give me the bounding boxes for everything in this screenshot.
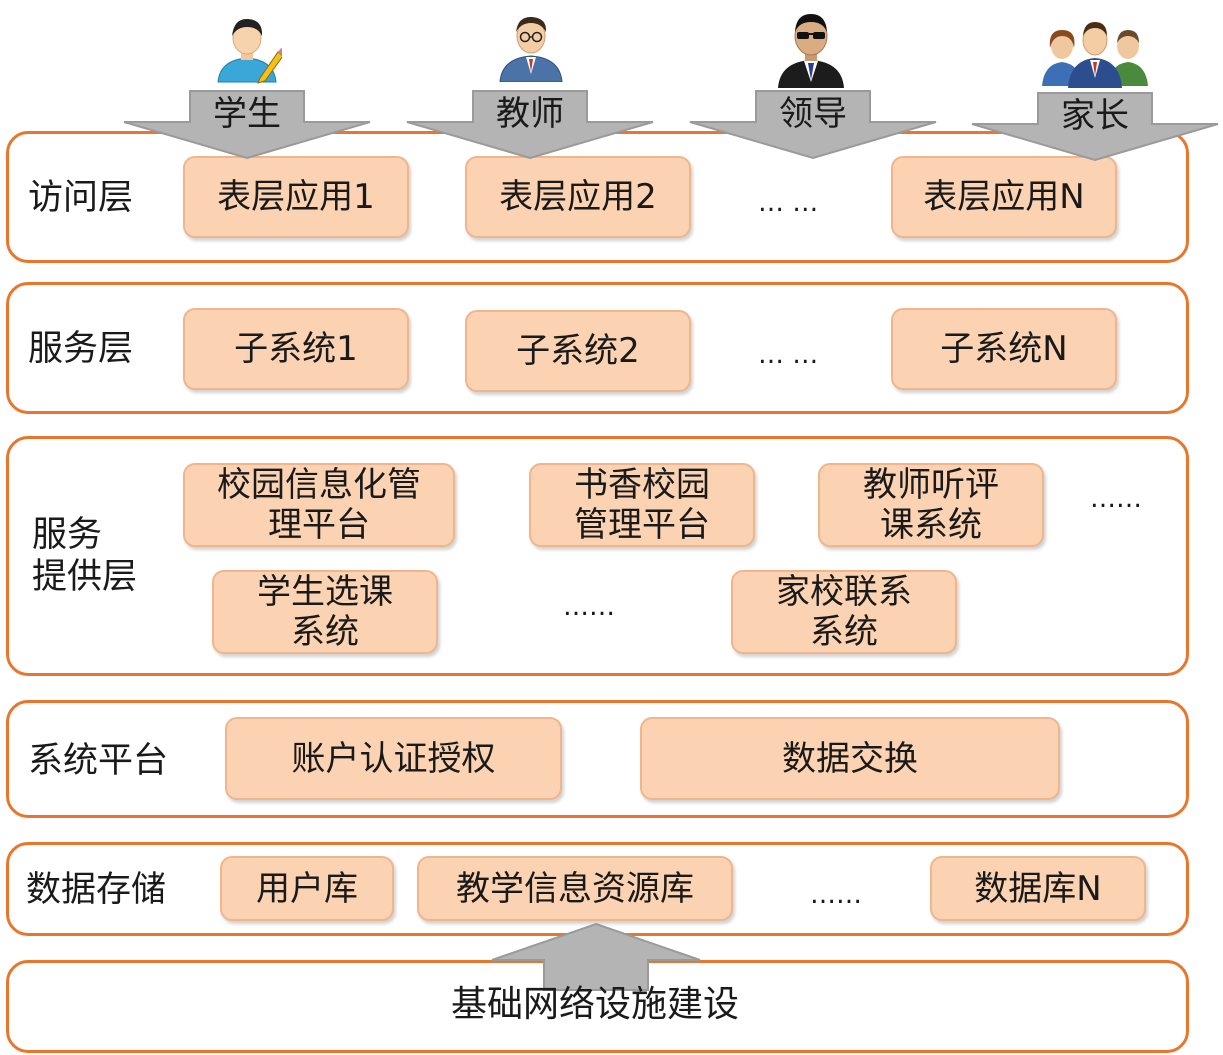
- user-label-teacher: 教师: [496, 94, 564, 134]
- student-icon: [217, 18, 282, 84]
- data-storage-layer-label: 数据存储: [26, 870, 167, 910]
- service-layer-ellipsis: … …: [758, 340, 819, 370]
- infrastructure-label: 基础网络设施建设: [450, 984, 739, 1025]
- user-arrow-student: 学生: [122, 90, 372, 160]
- provider-ellipsis-bottom: ……: [563, 592, 615, 622]
- surface-app-2: 表层应用2: [465, 156, 691, 238]
- down-arrow: [123, 90, 371, 160]
- book-campus-management-platform: 书香校园 管理平台: [529, 463, 755, 547]
- user-arrow-parents: 家长: [970, 92, 1220, 162]
- user-label-parents: 家长: [1061, 96, 1129, 136]
- course-selection-system: 学生选课 系统: [212, 570, 438, 654]
- home-school-contact-system: 家校联系 系统: [731, 570, 957, 654]
- account-auth-box: 账户认证授权: [225, 717, 562, 800]
- provider-ellipsis-top: ……: [1090, 484, 1142, 514]
- surface-app-n: 表层应用N: [891, 156, 1117, 238]
- service-layer-label: 服务层: [28, 329, 134, 369]
- teacher-icon: [499, 16, 563, 82]
- storage-ellipsis: ……: [810, 880, 862, 910]
- user-label-leader: 领导: [779, 94, 847, 134]
- subsystem-2: 子系统2: [465, 310, 691, 392]
- service-provider-layer-label: 服务 提供层: [32, 515, 138, 597]
- user-database: 用户库: [220, 856, 394, 921]
- user-label-student: 学生: [213, 94, 281, 134]
- database-n: 数据库N: [930, 856, 1146, 921]
- teaching-resource-database: 教学信息资源库: [417, 856, 733, 921]
- surface-app-1: 表层应用1: [183, 156, 409, 238]
- down-arrow: [689, 90, 937, 160]
- teacher-lesson-evaluation-system: 教师听评 课系统: [818, 463, 1044, 547]
- subsystem-1: 子系统1: [183, 308, 409, 390]
- user-arrow-teacher: 教师: [405, 90, 655, 160]
- data-exchange-box: 数据交换: [640, 717, 1060, 800]
- down-arrow: [971, 92, 1219, 162]
- parents-icon: [1042, 22, 1148, 88]
- access-layer-label: 访问层: [28, 178, 134, 218]
- subsystem-n: 子系统N: [891, 308, 1117, 390]
- down-arrow: [406, 90, 654, 160]
- campus-info-management-platform: 校园信息化管 理平台: [183, 463, 455, 547]
- leader-icon: [778, 14, 844, 88]
- up-arrow: [491, 922, 701, 991]
- system-platform-layer-label: 系统平台: [28, 741, 169, 781]
- user-arrow-leader: 领导: [688, 90, 938, 160]
- access-layer-ellipsis: … …: [758, 188, 819, 218]
